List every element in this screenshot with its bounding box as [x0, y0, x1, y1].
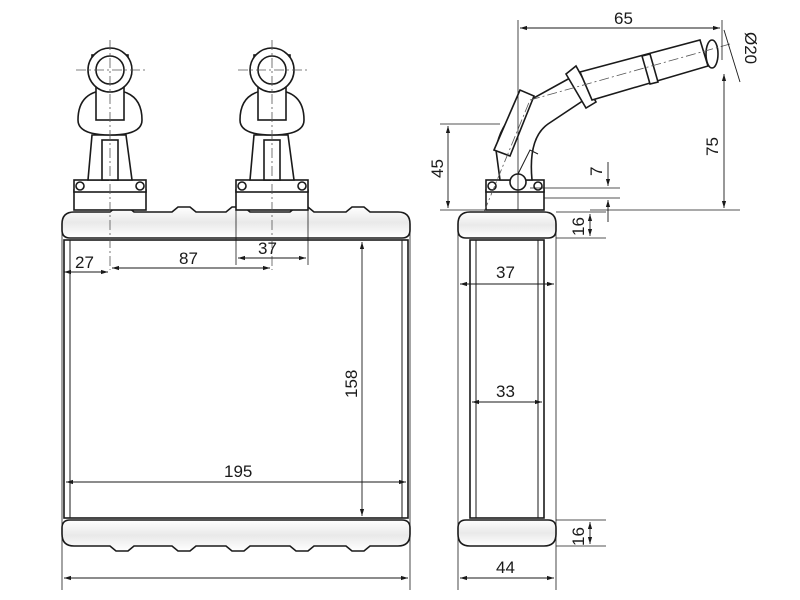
dim-65: 65 — [614, 9, 633, 28]
side-top-tank — [457, 211, 557, 239]
front-left-pipe — [73, 40, 147, 270]
dim-16-top: 16 — [569, 217, 588, 236]
side-angled-pipe — [483, 39, 731, 213]
dim-195: 195 — [224, 462, 252, 481]
dim-diameter-20: Ø20 — [741, 32, 760, 64]
front-bottom-tank — [61, 519, 411, 552]
dim-44: 44 — [496, 558, 515, 577]
front-view: 27 87 37 158 195 — [61, 40, 411, 590]
front-right-pipe — [235, 40, 309, 270]
dim-87: 87 — [179, 249, 198, 268]
side-bottom-tank — [457, 519, 557, 547]
dim-16-bottom: 16 — [569, 527, 588, 546]
dim-37-side: 37 — [496, 263, 515, 282]
dim-75: 75 — [703, 137, 722, 156]
side-view: 65 Ø20 75 45 7 16 — [428, 9, 760, 590]
dim-37-front: 37 — [258, 239, 277, 258]
front-core — [63, 239, 409, 519]
dim-45: 45 — [428, 159, 447, 178]
dim-33: 33 — [496, 382, 515, 401]
side-dimensions: 65 Ø20 75 45 7 16 — [428, 9, 760, 590]
front-dimensions: 27 87 37 158 195 — [61, 210, 411, 590]
dim-158: 158 — [342, 370, 361, 398]
dim-27: 27 — [75, 253, 94, 272]
side-core — [469, 239, 545, 519]
dim-7: 7 — [587, 167, 606, 176]
